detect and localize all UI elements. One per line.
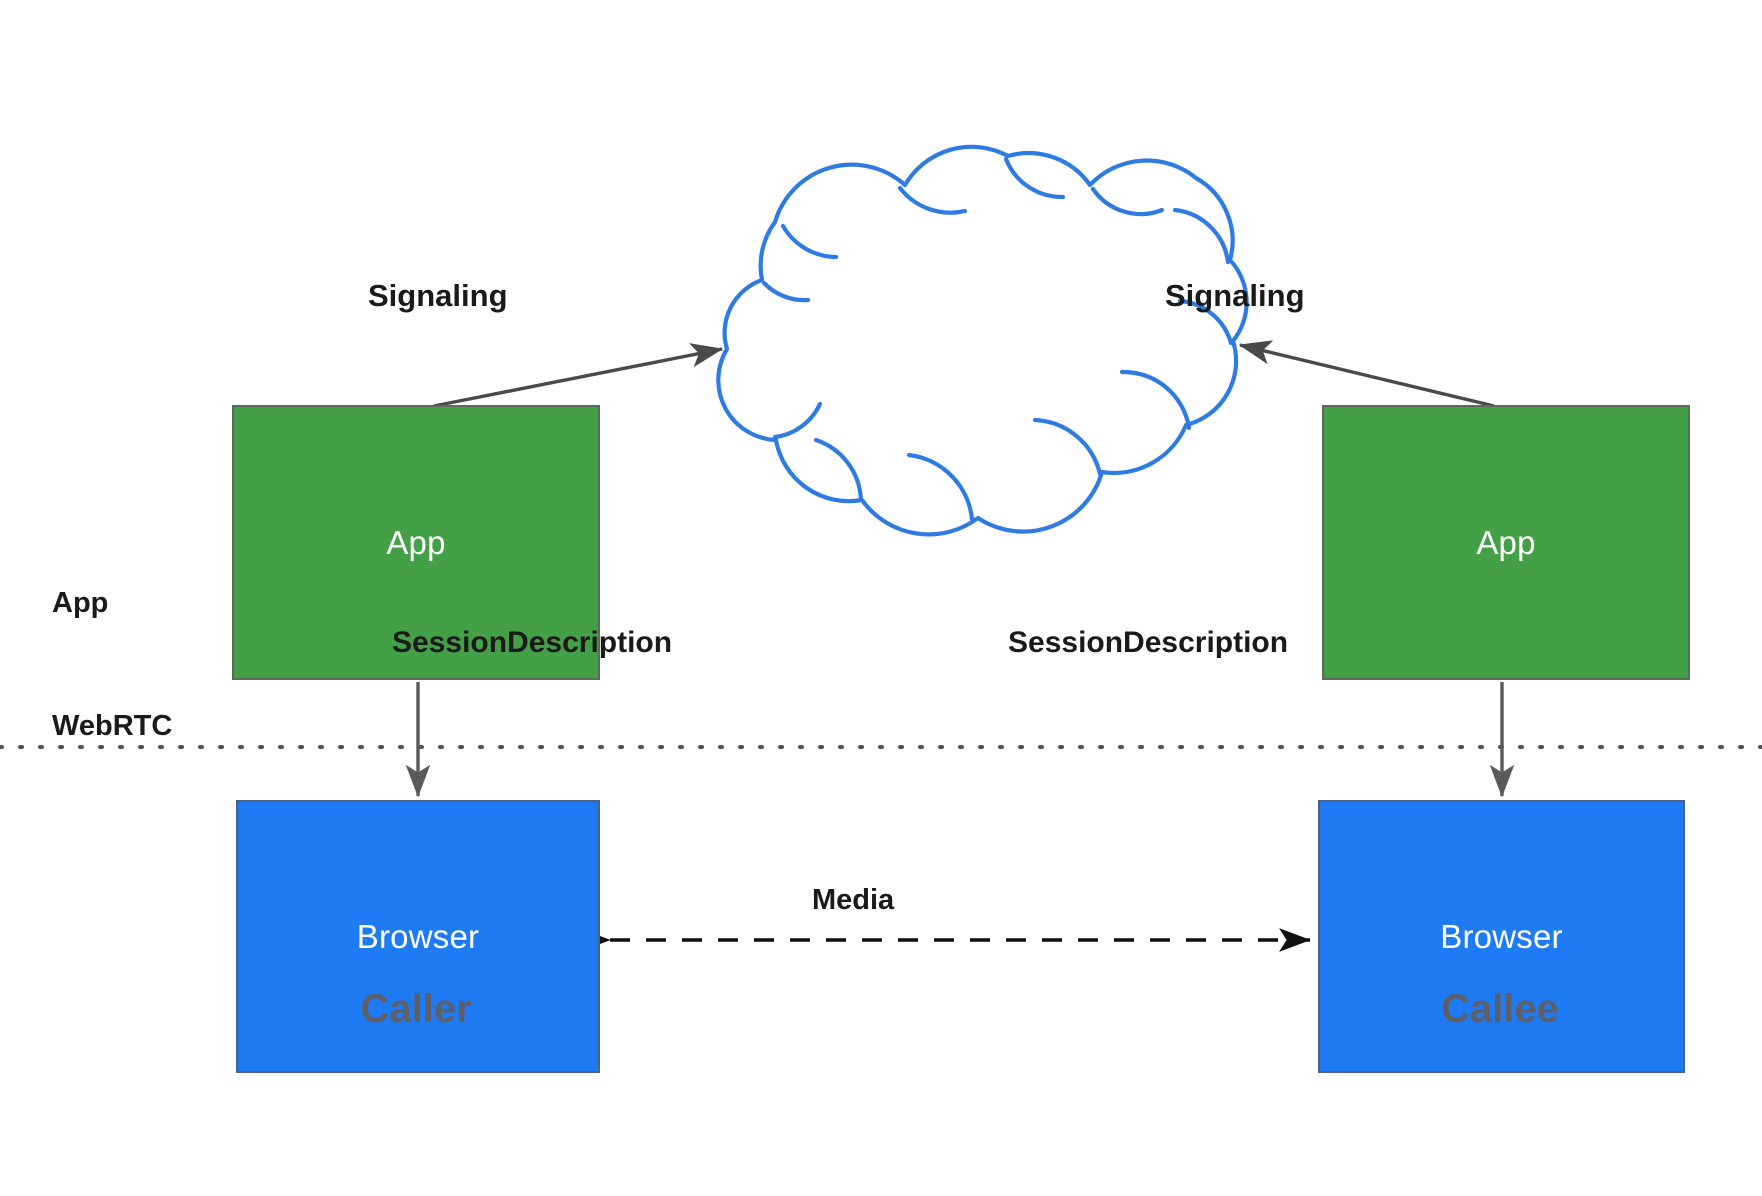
role-label-callee: Callee (1441, 987, 1559, 1031)
role-label-caller: Caller (360, 987, 472, 1031)
signaling-label-left: Signaling (368, 278, 508, 313)
layer-label-app: App (52, 587, 109, 619)
layer-label-webrtc: WebRTC (52, 710, 173, 742)
app-box-caller[interactable]: App (232, 405, 600, 680)
browser-box-callee[interactable]: Browser (1318, 800, 1685, 1073)
app-box-callee-label: App (1476, 524, 1536, 561)
signaling-arrow-right (1238, 340, 1495, 408)
media-label: Media (812, 884, 895, 916)
sessiondescription-label-right: SessionDescription (1008, 626, 1289, 659)
browser-box-caller-label: Browser (356, 918, 480, 955)
cloud-icon (716, 144, 1249, 537)
signaling-label-right: Signaling (1165, 278, 1305, 313)
sessiondescription-label-left: SessionDescription (392, 626, 673, 659)
app-box-callee[interactable]: App (1322, 405, 1690, 680)
browser-box-callee-label: Browser (1440, 918, 1563, 955)
app-box-caller-label: App (386, 524, 446, 561)
signaling-arrow-left (433, 343, 724, 408)
browser-box-caller[interactable]: Browser (236, 800, 600, 1073)
